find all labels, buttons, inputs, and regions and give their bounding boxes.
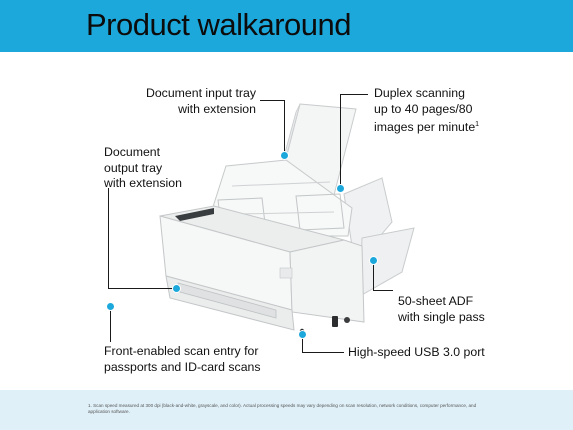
leader-adf <box>373 260 374 290</box>
title-banner: Product walkaround <box>0 0 573 52</box>
callout-dot-adf <box>369 256 378 265</box>
callout-dot-usb <box>298 330 307 339</box>
leader-duplex-h <box>340 94 368 95</box>
footnote-text: 1. Scan speed measured at 300 dpi (black… <box>88 403 477 415</box>
callout-dot-input-tray <box>280 151 289 160</box>
leader-usb-h <box>302 352 344 353</box>
leader-output-tray-h <box>108 288 176 289</box>
leader-front-entry <box>110 306 111 342</box>
leader-adf-h <box>373 290 393 291</box>
leader-duplex <box>340 94 341 188</box>
callout-usb: High-speed USB 3.0 port <box>348 345 485 359</box>
leader-usb <box>302 334 303 352</box>
callout-dot-duplex <box>336 184 345 193</box>
callout-dot-output-tray <box>172 284 181 293</box>
leader-input-tray-h <box>260 100 285 101</box>
callout-front-entry: Front-enabled scan entry for passports a… <box>104 344 261 374</box>
footer-band: 1. Scan speed measured at 300 dpi (black… <box>0 390 573 430</box>
callout-adf: 50-sheet ADF with single pass <box>398 294 485 324</box>
callout-duplex: Duplex scanning up to 40 pages/80 images… <box>374 86 480 135</box>
leader-input-tray <box>284 100 285 155</box>
callout-dot-front-entry <box>106 302 115 311</box>
callout-output-tray: Document output tray with extension <box>104 145 182 190</box>
page-title: Product walkaround <box>86 7 352 42</box>
callout-input-tray: Document input tray with extension <box>145 86 256 116</box>
leader-output-tray <box>108 188 109 288</box>
